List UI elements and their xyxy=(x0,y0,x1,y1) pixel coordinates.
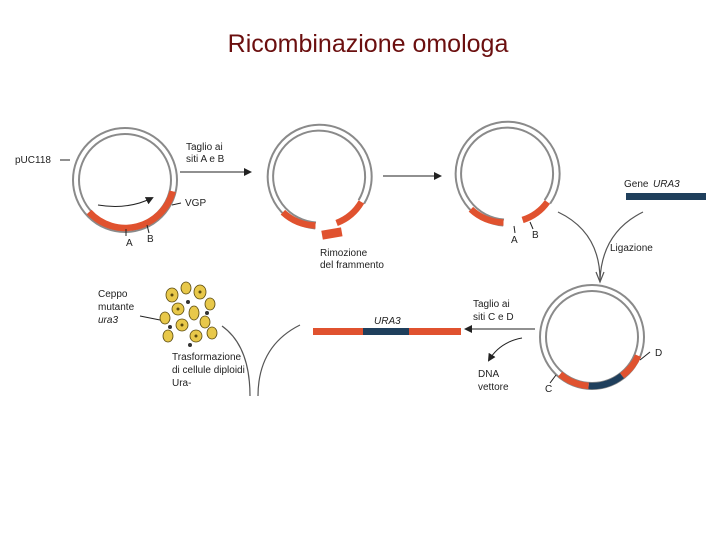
label-strain-3: ura3 xyxy=(98,315,118,326)
label-dna-vector-2: vettore xyxy=(478,382,509,393)
label-puc118: pUC118 xyxy=(15,155,51,166)
label-ligation: Ligazione xyxy=(610,243,653,254)
ligation-curve xyxy=(557,211,644,281)
label-site-c: C xyxy=(545,384,552,395)
label-transform-3: Ura- xyxy=(172,378,191,389)
plasmid-open xyxy=(454,120,561,234)
label-gene-prefix: Gene xyxy=(624,179,649,190)
linear-ura3-fragment xyxy=(313,328,461,335)
label-transform-1: Trasformazione xyxy=(172,352,242,363)
label-removal-2: del frammento xyxy=(320,260,384,271)
label-cut-ab-2: siti A e B xyxy=(186,154,225,165)
label-cut-cd-2: siti C e D xyxy=(473,312,514,323)
label-strain-2: mutante xyxy=(98,302,135,313)
slide-title: Ricombinazione omologa xyxy=(227,30,509,58)
transformation-curve-left xyxy=(257,324,301,397)
label-dna-vector-1: DNA xyxy=(478,369,499,380)
label-cut-cd-1: Taglio ai xyxy=(473,299,510,310)
label-site-a: A xyxy=(126,238,133,249)
label-site-b: B xyxy=(147,234,154,245)
plasmid-recombinant xyxy=(539,284,651,390)
label-ura3-fragment: URA3 xyxy=(374,316,401,327)
label-site-d: D xyxy=(655,348,662,359)
strain-pointer xyxy=(139,315,161,321)
transformation-curve-right xyxy=(221,325,251,397)
label-gene-name: URA3 xyxy=(653,179,680,190)
removed-fragment xyxy=(321,227,343,240)
yeast-cells xyxy=(159,281,218,347)
label-strain-1: Ceppo xyxy=(98,289,128,300)
label-site-b2: B xyxy=(532,230,539,241)
label-site-a2: A xyxy=(511,235,518,246)
label-vgp: VGP xyxy=(185,198,206,209)
ligation-arrowhead xyxy=(595,271,605,284)
ura3-gene-bar xyxy=(626,193,706,200)
label-transform-2: di cellule diploidi xyxy=(172,365,245,376)
plasmid-puc118 xyxy=(60,127,182,236)
label-removal-1: Rimozione xyxy=(320,248,368,259)
arrow-dna-vector xyxy=(487,337,523,362)
plasmid-cut xyxy=(266,123,373,240)
label-cut-ab-1: Taglio ai xyxy=(186,142,223,153)
